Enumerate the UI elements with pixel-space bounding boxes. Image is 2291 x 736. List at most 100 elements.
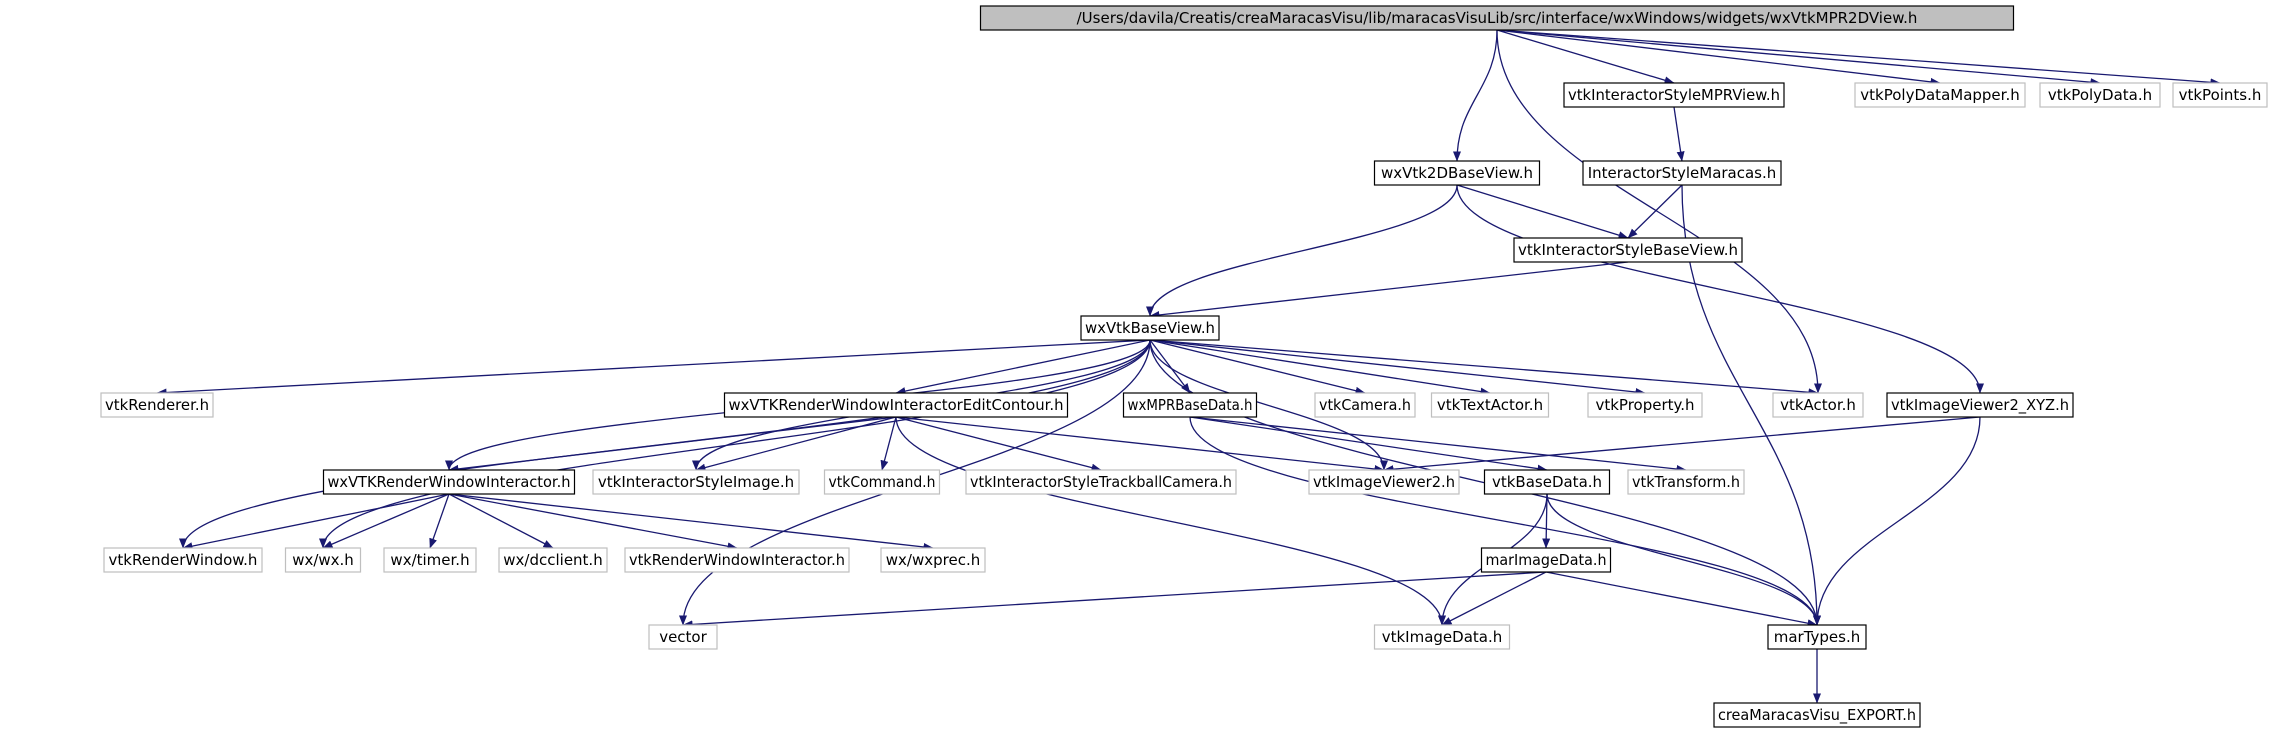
edge-wxVTKRenderWindowInteractor-to-wx_wxprec bbox=[448, 493, 934, 551]
node-box-vtkActor bbox=[1772, 392, 1864, 418]
edge-root-to-vtkPolyDataMapper bbox=[1496, 29, 1941, 86]
node-label-wxVtk2DBaseView: wxVtk2DBaseView.h bbox=[1381, 164, 1533, 182]
edge-wxMPRBaseData-to-vtkTransform bbox=[1189, 416, 1687, 473]
node-InteractorStyleMaracas[interactable]: InteractorStyleMaracas.h bbox=[1582, 160, 1782, 186]
edge-wxVtkBaseView-to-wxVTKRenderWindowInteractorEditContour bbox=[895, 339, 1151, 395]
node-box-vtkImageViewer2_XYZ bbox=[1886, 392, 2074, 418]
edge-marImageData-to-marTypes bbox=[1545, 571, 1818, 628]
edge-wxVTKRenderWindowInteractorEditContour-to-vtkImageData bbox=[895, 416, 1446, 626]
node-box-vtkCommand bbox=[823, 469, 941, 495]
node-label-vtkInteractorStyleTrackballCamera: vtkInteractorStyleTrackballCamera.h bbox=[970, 473, 1232, 491]
edge-wxVTKRenderWindowInteractor-to-wx_wx bbox=[322, 493, 450, 549]
node-vtkRenderer: vtkRenderer.h bbox=[100, 392, 214, 418]
edge-root-to-vtkInteractorStyleMPRView bbox=[1496, 29, 1675, 85]
node-creaMaracasVisu_EXPORT[interactable]: creaMaracasVisu_EXPORT.h bbox=[1713, 702, 1921, 728]
node-box-wx_timer bbox=[383, 547, 477, 573]
edge-wxVtkBaseView-to-wx_wx bbox=[319, 339, 1151, 549]
edge-root-to-vtkPoints bbox=[1496, 29, 2221, 87]
node-box-vtkPolyData bbox=[2039, 82, 2161, 108]
node-box-vtkCamera bbox=[1314, 392, 1416, 418]
node-vtkActor: vtkActor.h bbox=[1772, 392, 1864, 418]
node-label-marTypes: marTypes.h bbox=[1774, 628, 1861, 646]
node-label-vtkPoints: vtkPoints.h bbox=[2179, 86, 2262, 104]
node-label-vtkCamera: vtkCamera.h bbox=[1319, 396, 1411, 414]
node-box-vtkPoints bbox=[2172, 82, 2268, 108]
node-vtkInteractorStyleBaseView[interactable]: vtkInteractorStyleBaseView.h bbox=[1513, 237, 1743, 263]
node-vtkInteractorStyleMPRView[interactable]: vtkInteractorStyleMPRView.h bbox=[1563, 82, 1785, 108]
node-label-vtkImageViewer2: vtkImageViewer2.h bbox=[1313, 473, 1455, 491]
edge-wxVtkBaseView-to-vtkProperty bbox=[1149, 339, 1646, 396]
edge-InteractorStyleMaracas-to-vtkInteractorStyleBaseView bbox=[1627, 184, 1683, 239]
node-box-vtkImageData bbox=[1373, 624, 1511, 650]
node-label-InteractorStyleMaracas: InteractorStyleMaracas.h bbox=[1588, 164, 1777, 182]
node-label-vtkCommand: vtkCommand.h bbox=[829, 473, 936, 491]
node-vtkTextActor: vtkTextActor.h bbox=[1430, 392, 1550, 418]
node-label-vtkPolyData: vtkPolyData.h bbox=[2048, 86, 2152, 104]
node-label-vtkPolyDataMapper: vtkPolyDataMapper.h bbox=[1860, 86, 2019, 104]
node-label-root: /Users/davila/Creatis/creaMaracasVisu/li… bbox=[1077, 9, 1918, 27]
node-label-wxVTKRenderWindowInteractorEditContour: wxVTKRenderWindowInteractorEditContour.h bbox=[729, 396, 1064, 414]
node-label-wxVtkBaseView: wxVtkBaseView.h bbox=[1085, 319, 1215, 337]
edge-wxVtkBaseView-to-vtkCamera bbox=[1149, 339, 1366, 395]
node-label-vtkInteractorStyleImage: vtkInteractorStyleImage.h bbox=[598, 473, 794, 491]
node-label-wx_wxprec: wx/wxprec.h bbox=[886, 551, 980, 569]
node-box-vtkRenderWindowInteractor bbox=[624, 547, 850, 573]
node-label-vtkInteractorStyleMPRView: vtkInteractorStyleMPRView.h bbox=[1568, 86, 1780, 104]
node-wxVTKRenderWindowInteractorEditContour[interactable]: wxVTKRenderWindowInteractorEditContour.h bbox=[723, 392, 1069, 418]
node-box-wxVtkBaseView bbox=[1080, 315, 1220, 341]
edge-wxVTKRenderWindowInteractorEditContour-to-vtkCommand bbox=[880, 416, 897, 471]
edge-wxVTKRenderWindowInteractorEditContour-to-wxVTKRenderWindowInteractor bbox=[448, 416, 897, 473]
edge-wxVtk2DBaseView-to-vtkImageViewer2_XYZ bbox=[1456, 184, 1984, 394]
node-vtkCommand: vtkCommand.h bbox=[823, 469, 941, 495]
node-root[interactable]: /Users/davila/Creatis/creaMaracasVisu/li… bbox=[979, 5, 2015, 31]
edge-vtkImageViewer2_XYZ-to-marTypes bbox=[1813, 416, 1981, 626]
node-label-wxMPRBaseData: wxMPRBaseData.h bbox=[1128, 396, 1253, 414]
node-box-vector bbox=[648, 624, 718, 650]
edge-marImageData-to-vtkImageData bbox=[1441, 571, 1547, 626]
node-vtkImageData: vtkImageData.h bbox=[1373, 624, 1511, 650]
node-label-creaMaracasVisu_EXPORT: creaMaracasVisu_EXPORT.h bbox=[1718, 706, 1916, 725]
node-box-vtkInteractorStyleMPRView bbox=[1563, 82, 1785, 108]
edge-vtkInteractorStyleBaseView-to-wxVtkBaseView bbox=[1149, 261, 1629, 319]
node-vtkPolyDataMapper: vtkPolyDataMapper.h bbox=[1854, 82, 2026, 108]
node-wxVtkBaseView[interactable]: wxVtkBaseView.h bbox=[1080, 315, 1220, 341]
node-vtkImageViewer2_XYZ[interactable]: vtkImageViewer2_XYZ.h bbox=[1886, 392, 2074, 418]
edge-wxVTKRenderWindowInteractor-to-wx_dcclient bbox=[448, 493, 554, 549]
node-label-vtkRenderWindow: vtkRenderWindow.h bbox=[109, 551, 258, 569]
node-marTypes[interactable]: marTypes.h bbox=[1767, 624, 1867, 650]
node-box-marTypes bbox=[1767, 624, 1867, 650]
node-vtkRenderWindow: vtkRenderWindow.h bbox=[103, 547, 263, 573]
node-marImageData[interactable]: marImageData.h bbox=[1480, 547, 1612, 573]
node-wx_timer: wx/timer.h bbox=[383, 547, 477, 573]
node-wxVtk2DBaseView[interactable]: wxVtk2DBaseView.h bbox=[1373, 160, 1541, 186]
nodes-layer: /Users/davila/Creatis/creaMaracasVisu/li… bbox=[100, 5, 2268, 728]
edge-vtkImageViewer2_XYZ-to-vtkImageViewer2 bbox=[1383, 416, 1981, 474]
node-box-marImageData bbox=[1480, 547, 1612, 573]
node-box-wx_wxprec bbox=[880, 547, 986, 573]
edge-wxMPRBaseData-to-marTypes bbox=[1189, 416, 1821, 626]
node-label-vtkInteractorStyleBaseView: vtkInteractorStyleBaseView.h bbox=[1518, 241, 1738, 259]
edge-wxVtkBaseView-to-vtkTextActor bbox=[1149, 339, 1491, 396]
edge-vtkInteractorStyleMPRView-to-InteractorStyleMaracas bbox=[1673, 106, 1685, 162]
node-box-vtkRenderWindow bbox=[103, 547, 263, 573]
edges-layer bbox=[156, 29, 2221, 704]
edge-marImageData-to-vector bbox=[682, 571, 1547, 629]
node-box-vtkTextActor bbox=[1430, 392, 1550, 418]
node-box-wxVtk2DBaseView bbox=[1373, 160, 1541, 186]
node-box-vtkTransform bbox=[1627, 469, 1745, 495]
node-box-wx_dcclient bbox=[498, 547, 608, 573]
node-vtkTransform: vtkTransform.h bbox=[1627, 469, 1745, 495]
node-vtkBaseData[interactable]: vtkBaseData.h bbox=[1483, 469, 1611, 495]
node-vector: vector bbox=[648, 624, 718, 650]
edge-vtkBaseData-to-marImageData bbox=[1542, 493, 1551, 549]
edge-wxVTKRenderWindowInteractor-to-vtkRenderWindow bbox=[182, 493, 450, 551]
edge-wxVtkBaseView-to-vtkActor bbox=[1149, 339, 1819, 397]
node-wxVTKRenderWindowInteractor[interactable]: wxVTKRenderWindowInteractor.h bbox=[322, 469, 576, 495]
node-vtkInteractorStyleTrackballCamera: vtkInteractorStyleTrackballCamera.h bbox=[965, 469, 1237, 495]
node-label-vtkImageViewer2_XYZ: vtkImageViewer2_XYZ.h bbox=[1891, 396, 2069, 415]
node-wxMPRBaseData[interactable]: wxMPRBaseData.h bbox=[1122, 392, 1258, 418]
edge-wxVTKRenderWindowInteractorEditContour-to-vtkImageViewer2 bbox=[895, 416, 1385, 473]
node-label-vtkTransform: vtkTransform.h bbox=[1632, 473, 1740, 491]
node-label-wx_timer: wx/timer.h bbox=[390, 551, 469, 569]
